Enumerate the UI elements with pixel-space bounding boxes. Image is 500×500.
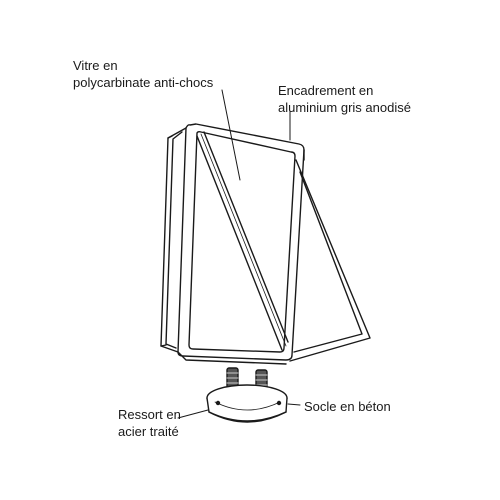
spring-label-line1: Ressort en: [118, 407, 181, 422]
back-panel: [160, 127, 187, 353]
glass-label: Vitre en polycarbinate anti-chocs: [73, 57, 213, 91]
front-frame: [177, 123, 305, 361]
spring-label: Ressort en acier traité: [118, 406, 181, 440]
concrete-base: [206, 384, 288, 423]
frame-label: Encadrement en aluminium gris anodisé: [278, 82, 411, 116]
leader-lines: [177, 89, 301, 419]
frame-label-line2: aluminium gris anodisé: [278, 100, 411, 115]
glass-label-line1: Vitre en: [73, 58, 118, 73]
bottom-bar: [177, 351, 287, 365]
glass-label-line2: polycarbinate anti-chocs: [73, 75, 214, 90]
glass-pane: [196, 131, 289, 351]
base-label: Socle en béton: [304, 398, 391, 415]
base-label-line1: Socle en béton: [304, 399, 391, 414]
frame-label-line1: Encadrement en: [278, 83, 374, 98]
spring-label-line2: acier traité: [118, 424, 179, 439]
